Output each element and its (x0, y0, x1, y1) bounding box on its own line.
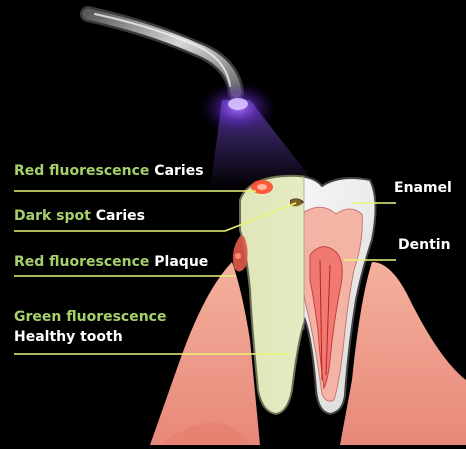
label-enamel: Enamel (394, 180, 452, 196)
label-red-fluorescence-caries: Red fluorescence Caries (14, 163, 204, 179)
label-green-fluorescence: Green fluorescence Healthy tooth (14, 309, 166, 345)
label-highlight: Red fluorescence (14, 254, 149, 270)
label-dentin: Dentin (398, 237, 451, 253)
label-text: Caries (154, 163, 203, 179)
label-highlight: Green fluorescence (14, 309, 166, 325)
label-text: Healthy tooth (14, 329, 166, 345)
label-red-fluorescence-plaque: Red fluorescence Plaque (14, 254, 208, 270)
label-dark-spot-caries: Dark spot Caries (14, 208, 145, 224)
label-highlight: Red fluorescence (14, 163, 149, 179)
label-highlight: Dark spot (14, 208, 91, 224)
label-text: Plaque (154, 254, 208, 270)
label-text: Caries (96, 208, 145, 224)
